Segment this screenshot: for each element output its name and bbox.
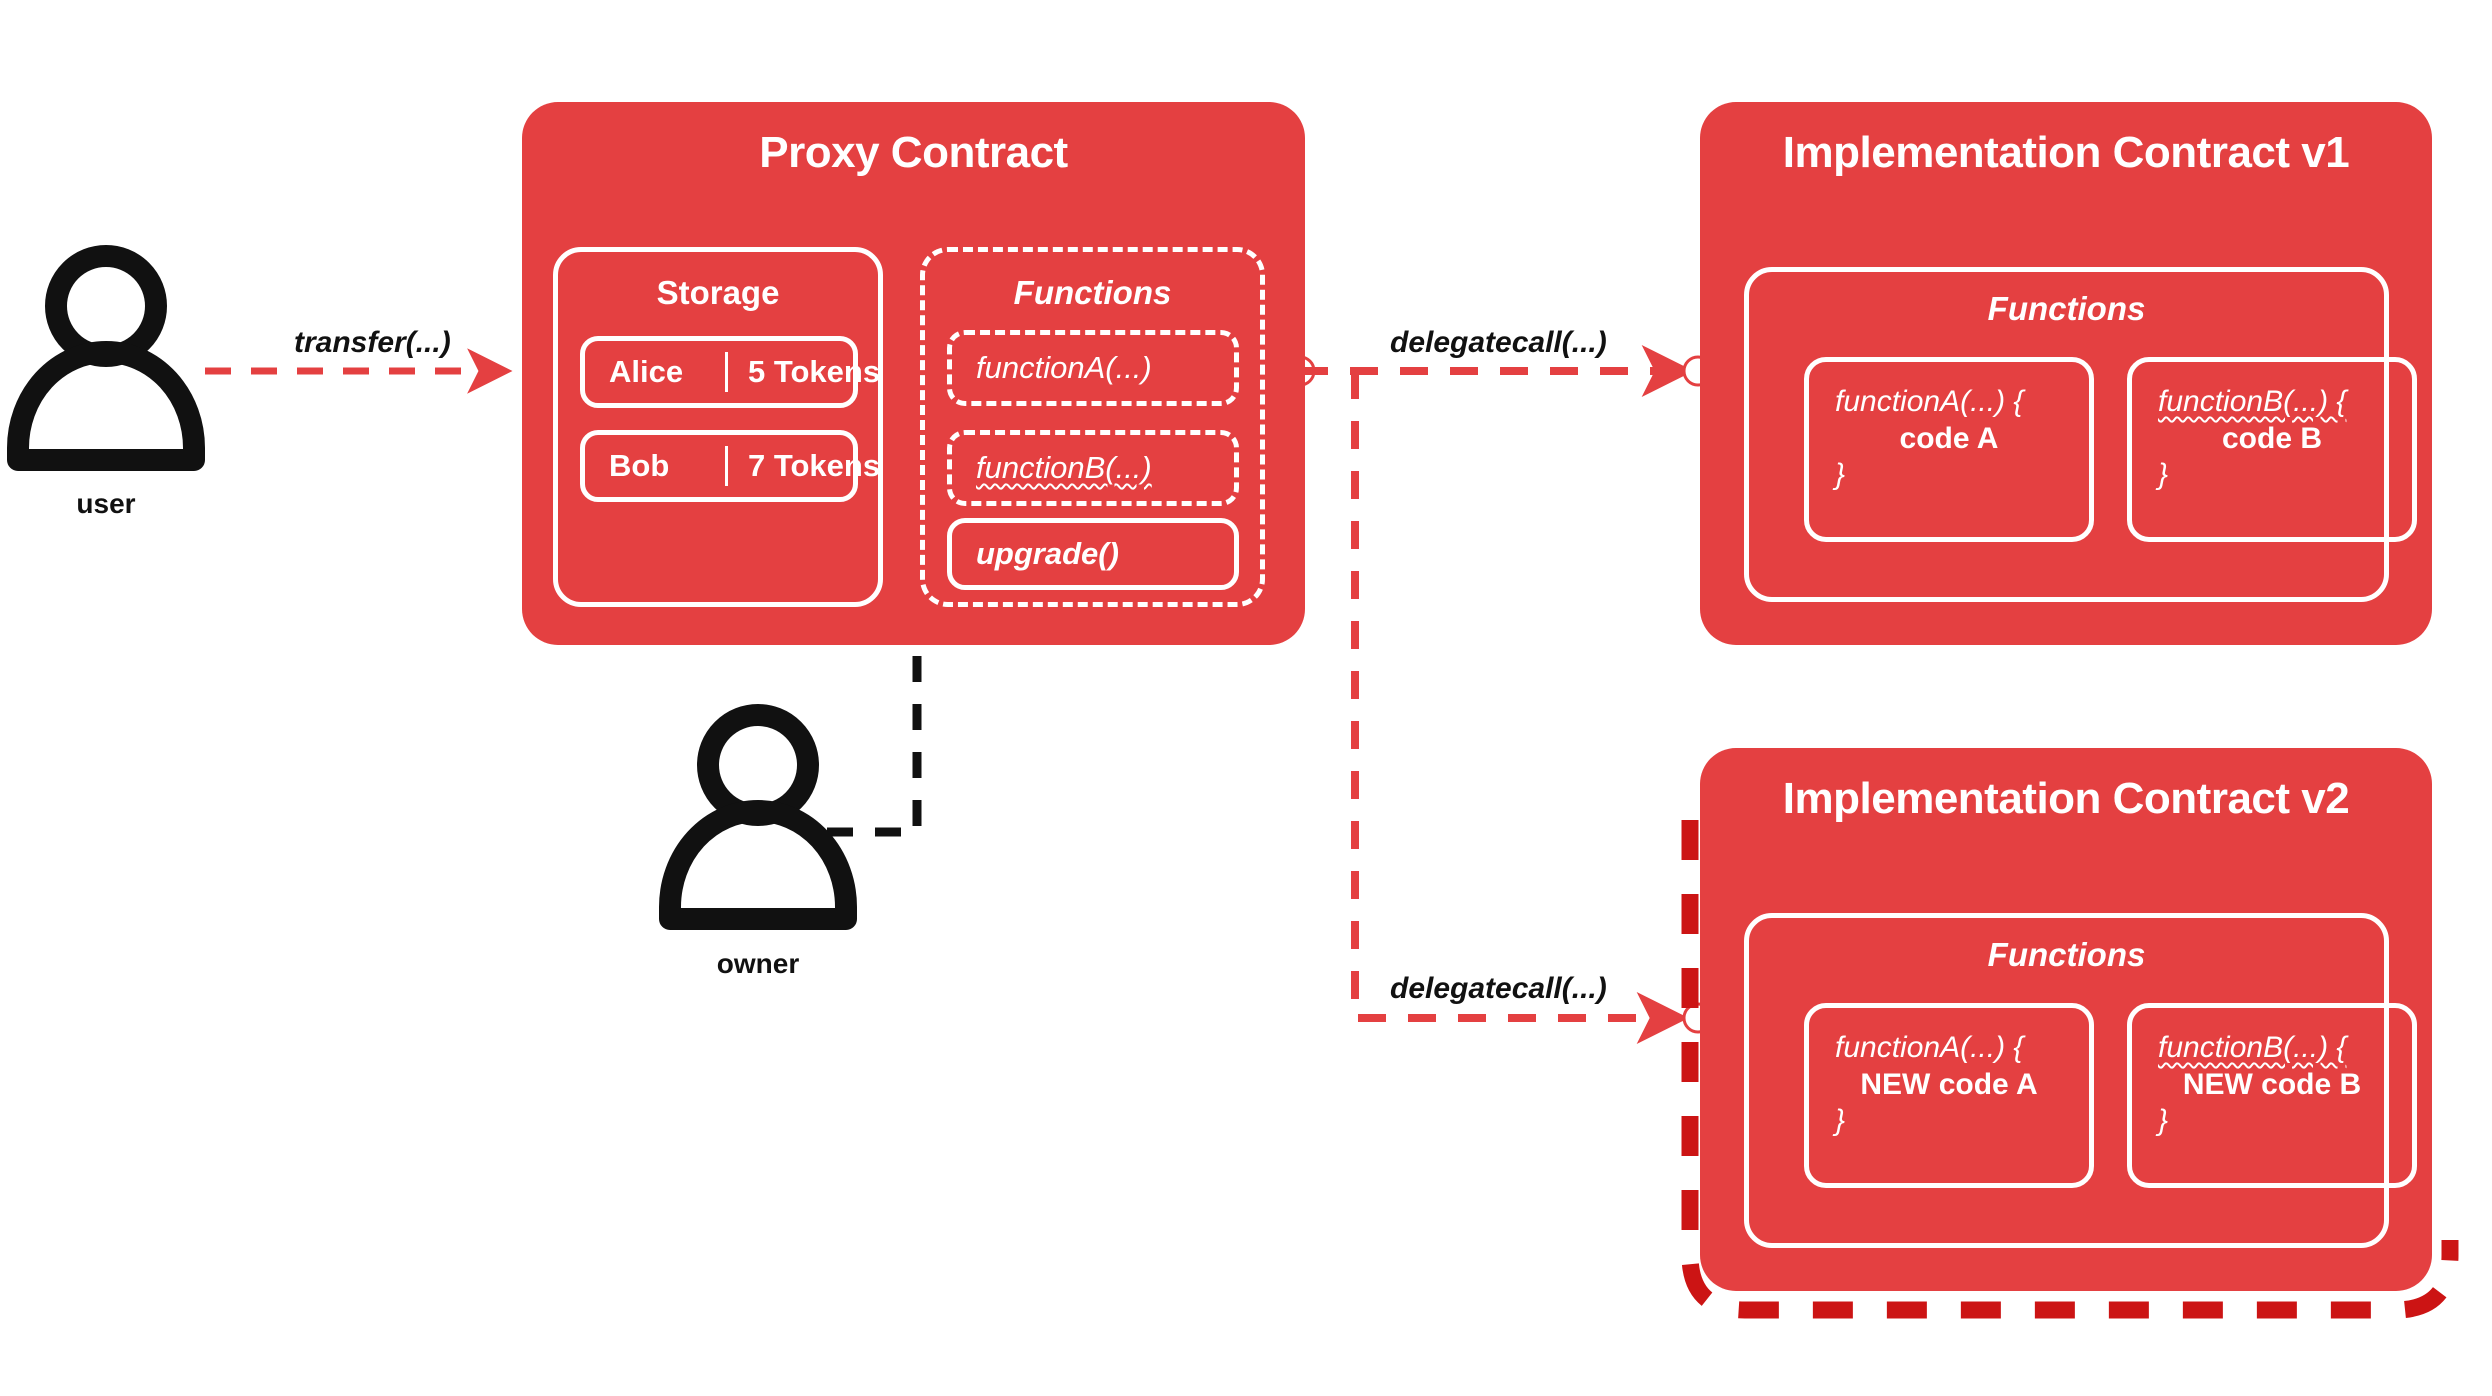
storage-row-text: Bob 7 Tokens xyxy=(585,446,880,486)
storage-row-separator xyxy=(725,446,728,486)
proxy-contract-card: Proxy Contract Storage Alice 5 Tokens Bo… xyxy=(522,102,1305,645)
v1-function-b-body: code B xyxy=(2221,421,2323,455)
v2-function-b-close: } xyxy=(2158,1104,2169,1138)
storage-row-text: Alice 5 Tokens xyxy=(585,352,880,392)
storage-row-separator xyxy=(725,352,728,392)
v2-functions-panel: Functions functionA(...) { NEW code A } … xyxy=(1744,913,2417,1248)
edge-label-delegatecall-1: delegatecall(...) xyxy=(1390,326,1607,359)
v1-functions-panel: Functions functionA(...) { code A } func… xyxy=(1744,267,2417,602)
v2-functions-title: Functions xyxy=(1987,936,2146,973)
actor-label-owner: owner xyxy=(716,948,800,979)
proxy-function-b-label: functionB(...) xyxy=(976,450,1152,485)
proxy-upgrade-label: upgrade() xyxy=(976,536,1119,571)
v2-function-a-close: } xyxy=(1835,1104,1846,1138)
proxy-function-a-label: functionA(...) xyxy=(976,350,1152,385)
proxy-storage-panel: Storage Alice 5 Tokens Bob 7 Tokens xyxy=(553,247,883,607)
v1-function-b-close: } xyxy=(2158,458,2169,492)
person-icon-owner xyxy=(659,704,857,930)
v2-function-b-box[interactable]: functionB(...) { NEW code B } xyxy=(2127,1003,2417,1188)
edge-label-transfer: transfer(...) xyxy=(294,326,451,359)
v2-function-a-box[interactable]: functionA(...) { NEW code A } xyxy=(1804,1003,2094,1188)
proxy-functions-title: Functions xyxy=(1013,274,1172,311)
storage-row-name: Bob xyxy=(609,448,670,483)
v1-functions-title: Functions xyxy=(1987,290,2146,327)
storage-row-alice[interactable]: Alice 5 Tokens xyxy=(580,336,880,408)
proxy-function-b[interactable]: functionB(...) xyxy=(947,430,1239,506)
v2-function-b-body: NEW code B xyxy=(2182,1067,2362,1101)
implementation-v2-card: Implementation Contract v2 Functions fun… xyxy=(1700,748,2432,1291)
actor-label-user: user xyxy=(76,488,136,519)
proxy-storage-title: Storage xyxy=(656,274,780,311)
storage-row-bob[interactable]: Bob 7 Tokens xyxy=(580,430,880,502)
v1-function-b-box[interactable]: functionB(...) { code B } xyxy=(2127,357,2417,542)
storage-row-value: 7 Tokens xyxy=(748,448,881,483)
storage-row-value: 5 Tokens xyxy=(748,354,881,389)
v1-function-b-signature: functionB(...) { xyxy=(2158,385,2347,418)
implementation-v1-card: Implementation Contract v1 Functions fun… xyxy=(1700,102,2432,645)
v2-function-a-body: NEW code A xyxy=(1860,1067,2038,1101)
storage-row-name: Alice xyxy=(609,354,684,389)
proxy-functions-panel: Functions functionA(...) functionB(...) … xyxy=(920,247,1265,607)
proxy-upgrade-fn[interactable]: upgrade() xyxy=(947,518,1239,590)
implementation-v1-title: Implementation Contract v1 xyxy=(1782,128,2350,177)
proxy-contract-title: Proxy Contract xyxy=(759,128,1068,177)
v1-function-a-signature: functionA(...) { xyxy=(1835,385,2024,418)
v1-function-a-body: code A xyxy=(1899,421,1999,455)
v2-highlight-outline xyxy=(1681,820,2459,1319)
v2-function-b-signature: functionB(...) { xyxy=(2158,1031,2347,1064)
v1-function-a-box[interactable]: functionA(...) { code A } xyxy=(1804,357,2094,542)
v2-function-a-signature: functionA(...) { xyxy=(1835,1031,2024,1064)
implementation-v2-title: Implementation Contract v2 xyxy=(1782,774,2350,823)
edge-label-delegatecall-2: delegatecall(...) xyxy=(1390,972,1607,1005)
edge-delegatecall-2 xyxy=(1351,371,1689,1044)
person-icon-user xyxy=(7,245,205,471)
proxy-function-a[interactable]: functionA(...) xyxy=(947,330,1239,406)
v1-function-a-close: } xyxy=(1835,458,1846,492)
